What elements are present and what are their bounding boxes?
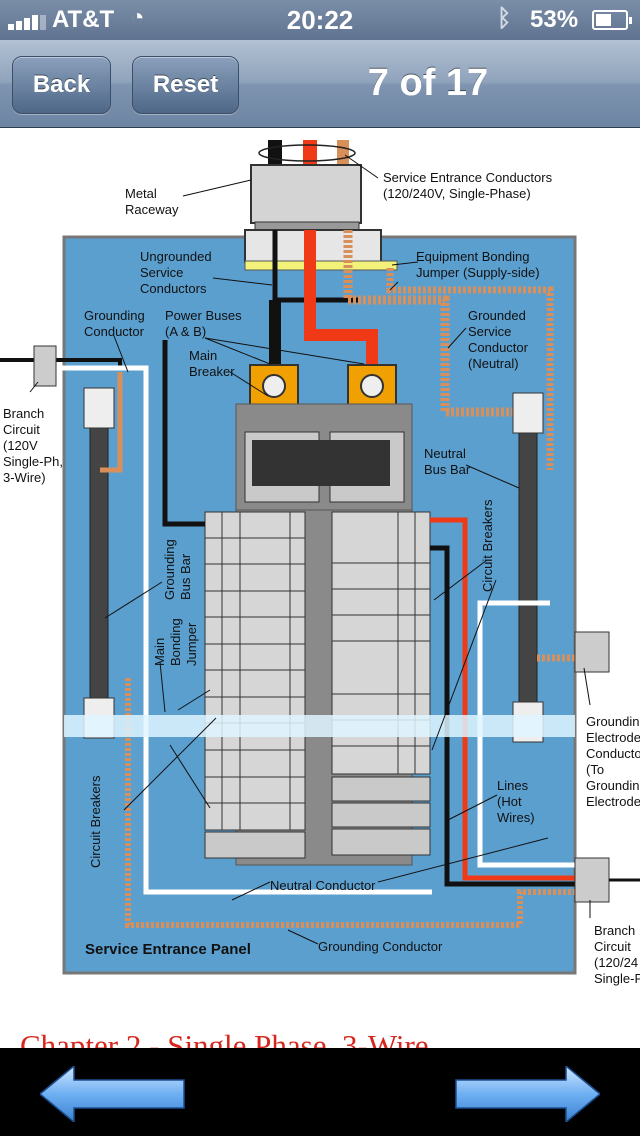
conductor-bundle-ring xyxy=(258,144,356,162)
label-branch-right-2: Circuit xyxy=(594,939,631,954)
label-main-bonding-3: Jumper xyxy=(184,622,199,666)
label-neutral-bus-2: Bus Bar xyxy=(424,462,471,477)
incoming-black-conductor xyxy=(268,140,282,168)
label-grounded-service-2: Service xyxy=(468,324,511,339)
label-grounding-conductor-1: Grounding xyxy=(84,308,145,323)
label-circuit-breakers-left: Circuit Breakers xyxy=(88,775,103,868)
label-ungrounded-3: Conductors xyxy=(140,281,207,296)
label-grounding-electrode-1: Grounding xyxy=(586,714,640,729)
grounding-conductor-wire xyxy=(125,678,575,928)
left-branch-connector xyxy=(33,345,57,387)
content-area[interactable]: Service Entrance Conductors (120/240V, S… xyxy=(0,128,640,1048)
label-lines-3: Wires) xyxy=(497,810,535,825)
label-power-buses-1: Power Buses xyxy=(165,308,242,323)
label-branch-left-2: Circuit xyxy=(3,422,40,437)
label-branch-left-1: Branch xyxy=(3,406,44,421)
label-grounding-electrode-4: (To xyxy=(586,762,604,777)
left-breaker-stack xyxy=(204,511,306,859)
right-breaker-stack xyxy=(331,511,431,856)
label-main-breaker-1: Main xyxy=(189,348,217,363)
back-button[interactable]: Back xyxy=(12,56,111,114)
right-arrow-icon[interactable] xyxy=(454,1066,600,1122)
left-branch-hot xyxy=(0,358,122,370)
label-main-bonding-2: Bonding xyxy=(168,618,183,666)
label-grounding-electrode-5: Grounding xyxy=(586,778,640,793)
label-main-bonding-1: Main xyxy=(152,638,167,666)
label-lines-1: Lines xyxy=(497,778,529,793)
label-branch-left-3: (120V xyxy=(3,438,38,453)
reset-button[interactable]: Reset xyxy=(132,56,239,114)
leader-lines xyxy=(29,154,591,945)
label-branch-right-4: Single-P xyxy=(594,971,640,986)
service-panel-diagram: Service Entrance Conductors (120/240V, S… xyxy=(0,140,640,986)
label-ungrounded-2: Service xyxy=(140,265,183,280)
battery-level-fill xyxy=(596,14,611,26)
label-neutral-conductor: Neutral Conductor xyxy=(270,878,376,893)
label-branch-left-4: Single-Ph, xyxy=(3,454,63,469)
label-grounding-conductor-2: Conductor xyxy=(84,324,145,339)
label-ungrounded-1: Ungrounded xyxy=(140,249,212,264)
label-service-entrance-2: (120/240V, Single-Phase) xyxy=(383,186,531,201)
label-grounded-service-1: Grounded xyxy=(468,308,526,323)
label-metal-raceway-2: Raceway xyxy=(125,202,179,217)
label-lines-2: (Hot xyxy=(497,794,522,809)
main-breaker-handle xyxy=(252,440,390,486)
label-branch-right-3: (120/24 xyxy=(594,955,638,970)
label-equip-bonding-1: Equipment Bonding xyxy=(416,249,529,264)
right-branch-connector xyxy=(574,857,610,903)
right-hot-red-wire xyxy=(430,517,575,881)
panel-title: Service Entrance Panel xyxy=(85,941,251,958)
bottom-toolbar xyxy=(0,1048,640,1136)
chapter-heading: Chapter 2 - Single Phase, 3-Wire xyxy=(20,1028,429,1048)
label-equip-bonding-2: Jumper (Supply-side) xyxy=(416,265,540,280)
page-indicator: 7 of 17 xyxy=(367,62,489,104)
label-branch-left-5: 3-Wire) xyxy=(3,470,46,485)
left-branch-ground xyxy=(100,372,123,473)
label-neutral-bus-1: Neutral xyxy=(424,446,466,461)
incoming-red-conductor xyxy=(303,140,317,168)
incoming-neutral-conductor xyxy=(337,140,349,168)
label-circuit-breakers-right: Circuit Breakers xyxy=(480,499,495,592)
bonding-jumper-bar xyxy=(244,260,398,271)
label-grounding-conductor-bottom: Grounding Conductor xyxy=(318,939,443,954)
wifi-icon: ◔ xyxy=(130,4,145,31)
clock: 20:22 xyxy=(286,5,354,35)
label-grounding-bus-2: Bus Bar xyxy=(178,553,193,600)
lug-a-screw xyxy=(262,374,286,398)
label-grounding-electrode-6: Electrode) xyxy=(586,794,640,809)
label-power-buses-2: (A & B) xyxy=(165,324,206,339)
battery-percent: 53% xyxy=(530,6,579,33)
main-bonding-jumper-strap xyxy=(64,715,575,737)
service-feed-red xyxy=(304,230,378,372)
power-bus-lug-b xyxy=(347,364,397,408)
grounding-bus-top-clamp xyxy=(83,387,115,429)
navigation-bar: Back Reset 7 of 17 xyxy=(0,40,640,128)
carrier-name: AT&T xyxy=(52,6,115,33)
label-grounded-service-3: Conductor xyxy=(468,340,529,355)
signal-bars-icon xyxy=(8,12,48,30)
grounding-bus-bar xyxy=(89,394,109,716)
label-grounding-electrode-2: Electrode xyxy=(586,730,640,745)
neutral-conductor-wire xyxy=(60,365,432,895)
grounded-service-conductor xyxy=(343,230,530,417)
label-service-entrance-1: Service Entrance Conductors xyxy=(383,170,553,185)
bluetooth-icon: ᛒ xyxy=(497,5,512,32)
label-metal-raceway-1: Metal xyxy=(125,186,157,201)
neutral-bus-top-clamp xyxy=(512,392,544,434)
label-grounding-electrode-3: Conductor xyxy=(586,746,640,761)
neutral-bus-bar xyxy=(518,409,538,716)
metal-raceway xyxy=(250,164,362,224)
lug-b-screw xyxy=(360,374,384,398)
status-bar: AT&T ◔ 20:22 ᛒ 53% xyxy=(0,0,640,40)
left-arrow-icon[interactable] xyxy=(40,1066,186,1122)
battery-icon xyxy=(592,10,632,30)
equipment-bonding-jumper xyxy=(386,268,554,470)
label-grounding-bus-1: Grounding xyxy=(162,539,177,600)
feed-to-left-breaker xyxy=(162,340,205,527)
right-electrode-connector xyxy=(574,631,610,673)
label-main-breaker-2: Breaker xyxy=(189,364,235,379)
label-branch-right-1: Branch xyxy=(594,923,635,938)
label-grounded-service-4: (Neutral) xyxy=(468,356,519,371)
